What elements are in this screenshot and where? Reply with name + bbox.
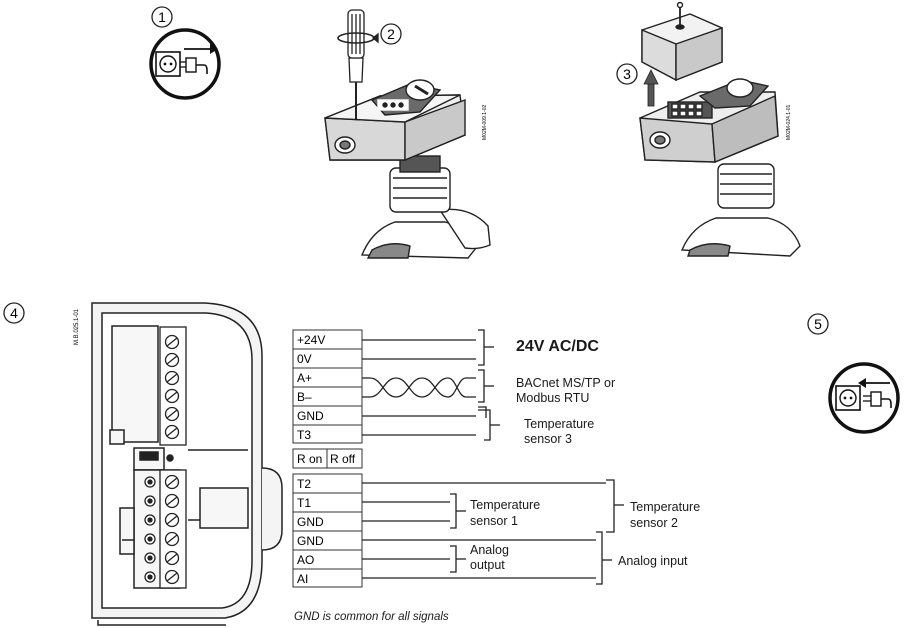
wires-top [362, 339, 476, 436]
brackets-bottom [450, 479, 624, 585]
temp2-label-line2: sensor 2 [630, 516, 678, 530]
terminal-screw [164, 388, 180, 404]
ao-label-line1: Analog [470, 543, 509, 557]
wires-bottom [362, 482, 606, 579]
termination-switch: R on R off [292, 448, 363, 469]
switch-r-on: R on [297, 452, 322, 466]
actuator-housing [324, 79, 466, 162]
terminal-screw [164, 493, 180, 509]
terminal-label: GND [297, 515, 324, 529]
step-4-number: 4 [10, 305, 18, 321]
step-2-number: 2 [387, 26, 395, 42]
terminal-label: B– [297, 390, 312, 404]
step-3: 3 [616, 1, 801, 257]
step-1-number: 1 [158, 9, 166, 25]
analog-input-label: Analog input [618, 554, 688, 568]
plug-out-icon [149, 28, 221, 100]
screwdriver-icon [337, 9, 379, 120]
terminal-table-bottom: T2 T1 GND GND AO AI [292, 473, 363, 588]
step-3-marker [616, 63, 638, 85]
drawing-code-b: M02M-024.1-01 [786, 104, 792, 140]
arrow-up-icon [643, 69, 659, 107]
terminal-block-bottom [144, 469, 187, 589]
step-1: 1 [149, 6, 221, 100]
switch-r-off: R off [330, 452, 356, 466]
step-4: 4 M.B.025.1-01 [3, 302, 700, 626]
plug-in-icon [828, 362, 900, 434]
valve-body [360, 155, 491, 259]
terminal-label: GND [297, 534, 324, 548]
terminal-housing [91, 302, 283, 626]
temp1-label-line1: Temperature [470, 498, 540, 512]
terminal-label: T2 [297, 477, 311, 491]
temp3-label-line1: Temperature [524, 417, 594, 431]
terminal-screw [164, 370, 180, 386]
drawing-code-a: M02M-009.1-02 [482, 104, 488, 140]
terminal-label: +24V [297, 333, 325, 347]
terminal-label: A+ [297, 371, 312, 385]
terminal-screw [164, 474, 180, 490]
terminal-label: T1 [297, 496, 311, 510]
ao-label-line2: output [470, 558, 505, 572]
terminal-screw [164, 550, 180, 566]
terminal-table-top: +24V 0V A+ B– GND T3 [292, 329, 363, 444]
brackets-top [478, 329, 500, 441]
terminal-label: T3 [297, 428, 311, 442]
terminal-screw [164, 352, 180, 368]
step-5-number: 5 [814, 316, 822, 332]
step-4-marker [3, 302, 25, 324]
step-3-number: 3 [623, 66, 631, 82]
step-5-marker [807, 313, 829, 335]
terminal-label: AO [297, 553, 314, 567]
drawing-code-wiring: M.B.025.1-01 [74, 308, 80, 345]
terminal-label: GND [297, 409, 324, 423]
step-2-marker [380, 23, 402, 45]
terminal-label: AI [297, 572, 308, 586]
step-5: 5 [807, 313, 900, 434]
terminal-block-top [159, 326, 187, 446]
terminal-screw [164, 512, 180, 528]
temp2-label-line1: Temperature [630, 500, 700, 514]
signal-labels: 24V AC/DC BACnet MS/TP or Modbus RTU Tem… [294, 338, 700, 623]
temp3-label-line2: sensor 3 [524, 432, 572, 446]
terminal-screw [164, 531, 180, 547]
supply-label: 24V AC/DC [516, 338, 599, 355]
cover-lid [641, 1, 723, 82]
valve-body-2 [680, 163, 801, 257]
terminal-screw [164, 406, 180, 422]
bus-label-line2: Modbus RTU [516, 391, 589, 405]
actuator-open [639, 78, 779, 164]
temp1-label-line2: sensor 1 [470, 514, 518, 528]
terminal-screw [164, 334, 180, 350]
step-1-marker [151, 6, 173, 28]
step-2: 2 [324, 9, 491, 259]
footnote: GND is common for all signals [294, 611, 449, 623]
terminal-screw [164, 569, 180, 585]
terminal-screw [164, 424, 180, 440]
bus-label-line1: BACnet MS/TP or [516, 376, 615, 390]
terminal-label: 0V [297, 352, 312, 366]
